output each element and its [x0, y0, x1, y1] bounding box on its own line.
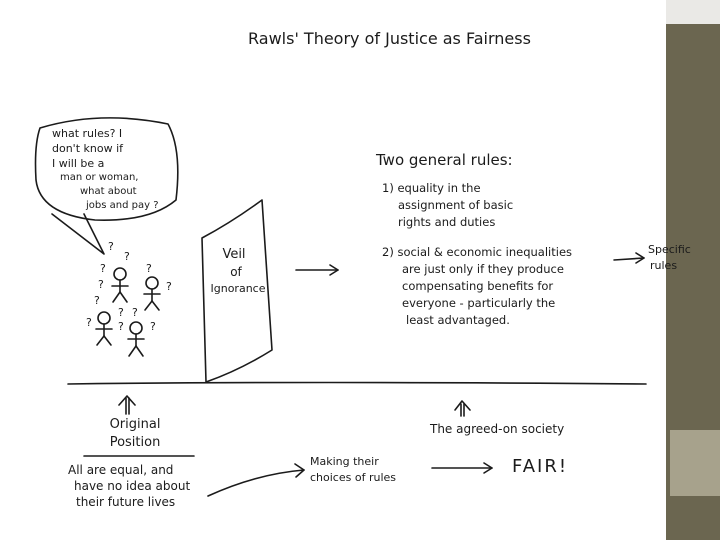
- all-equal-line: have no idea about: [74, 478, 190, 494]
- person-figure: [144, 277, 160, 310]
- making-choices-line: Making their: [310, 454, 396, 470]
- rule-1-line: assignment of basic: [398, 197, 513, 214]
- question-mark: ?: [118, 320, 124, 333]
- bubble-line: don't know if: [52, 141, 130, 156]
- bubble-line: I will be a: [52, 156, 130, 171]
- bubble-line: what rules? I: [52, 126, 130, 141]
- all-equal-note: All are equal, and have no idea about th…: [68, 462, 184, 510]
- curved-arrow-to-choices: [208, 470, 304, 496]
- page-title: Rawls' Theory of Justice as Fairness: [248, 29, 531, 49]
- specific-rules-line: rules: [650, 258, 693, 274]
- question-mark: ?: [150, 320, 156, 333]
- person-figure: [96, 312, 112, 345]
- veil-label: Veil of Ignorance: [204, 246, 272, 298]
- specific-rules-line: Specific: [648, 242, 691, 258]
- rule-1-line: 1) equality in the: [382, 180, 497, 197]
- veil-label-line: of: [202, 264, 270, 280]
- fair-label: FAIR!: [512, 456, 568, 479]
- question-mark: ?: [108, 240, 114, 253]
- ground-line: [68, 383, 646, 385]
- veil-label-line: Ignorance: [204, 280, 272, 298]
- question-mark: ?: [100, 262, 106, 275]
- question-mark: ?: [94, 294, 100, 307]
- person-figure: [128, 322, 144, 356]
- making-choices-line: choices of rules: [310, 470, 396, 486]
- rule-2-line: are just only if they produce: [402, 261, 592, 278]
- specific-rules-label: Specific rules: [648, 242, 691, 274]
- question-mark: ?: [118, 306, 124, 319]
- rule-2: 2) social & economic inequalities are ju…: [382, 244, 572, 329]
- arrow-to-specific-rules: [614, 258, 644, 260]
- agreed-society-label: The agreed-on society: [430, 422, 564, 437]
- all-equal-line: All are equal, and: [68, 462, 184, 478]
- original-position-line: Original: [90, 416, 180, 434]
- question-mark: ?: [166, 280, 172, 293]
- rules-heading: Two general rules:: [376, 151, 513, 170]
- question-mark: ?: [132, 306, 138, 319]
- question-mark: ?: [124, 250, 130, 263]
- up-arrow-original-position: [119, 396, 135, 414]
- speech-bubble-text: what rules? I don't know if I will be a …: [52, 126, 130, 213]
- bubble-line: man or woman,: [60, 171, 138, 185]
- question-mark: ?: [98, 278, 104, 291]
- rule-1: 1) equality in the assignment of basic r…: [382, 180, 497, 231]
- veil-label-line: Veil: [200, 246, 268, 264]
- up-arrow-agreed-society: [455, 401, 470, 416]
- rule-2-line: compensating benefits for: [402, 278, 592, 295]
- rule-2-line: least advantaged.: [406, 312, 596, 329]
- rule-2-line: everyone - particularly the: [402, 295, 592, 312]
- bubble-line: what about: [80, 185, 158, 199]
- rule-1-line: rights and duties: [398, 214, 513, 231]
- bubble-line: jobs and pay ?: [86, 199, 164, 213]
- all-equal-line: their future lives: [76, 494, 192, 510]
- question-mark: ?: [146, 262, 152, 275]
- original-position-label: Original Position: [90, 416, 180, 452]
- original-position-line: Position: [90, 434, 180, 452]
- question-mark: ?: [86, 316, 92, 329]
- rule-2-line: 2) social & economic inequalities: [382, 244, 572, 261]
- person-figure: [112, 268, 128, 302]
- making-choices-label: Making their choices of rules: [310, 454, 396, 486]
